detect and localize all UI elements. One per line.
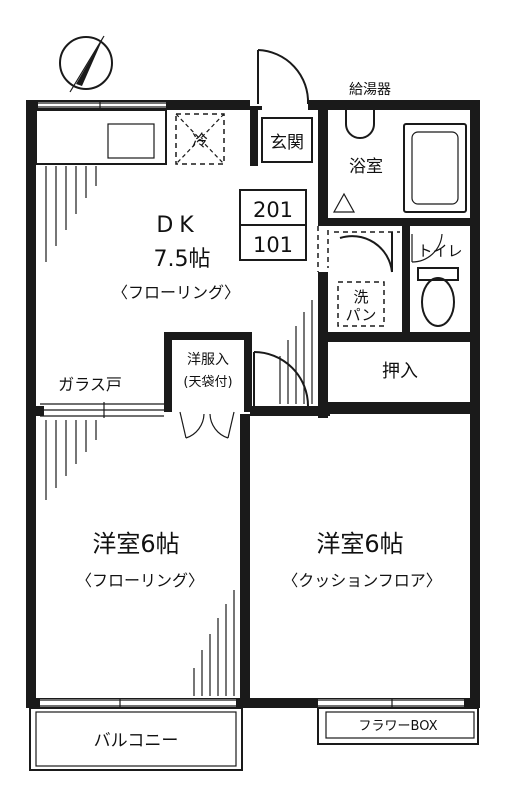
room-right-name-label: 洋室6帖 (316, 530, 403, 558)
interior-walls (30, 106, 474, 704)
bath-label: 浴室 (349, 157, 383, 177)
washer-label-line1: 洗 (353, 288, 368, 306)
wash-door (317, 226, 400, 273)
dk-size-label: 7.5帖 (154, 247, 211, 272)
bath-floor-triangle (332, 192, 356, 213)
wardrobe-label-line1: 洋服入 (187, 352, 229, 368)
unit-number-box (239, 189, 307, 261)
room-left-hatch-bottom (193, 590, 235, 696)
dk-hatch (279, 300, 313, 404)
genkan-box (261, 117, 313, 163)
balcony-window-right (318, 698, 464, 708)
unit-bottom-label: 101 (253, 233, 293, 257)
room-right-floor-label: 〈クッションフロア〉 (282, 571, 442, 590)
closet-door-track (330, 402, 470, 414)
water-heater-connection (345, 110, 375, 139)
glass-door-track (40, 402, 164, 418)
wardrobe-label-line2: (天袋付) (183, 375, 232, 390)
room-left-hatch-top (45, 420, 97, 500)
right-room-door (253, 351, 309, 407)
kitchen-hatch (45, 166, 97, 262)
wardrobe-doors (179, 411, 235, 439)
room-left-floor-label: 〈フローリング〉 (76, 571, 204, 590)
water-heater-label: 給湯器 (349, 81, 391, 98)
flower-box (317, 707, 479, 745)
flower-box-label: フラワーBOX (359, 719, 438, 734)
glass-door-label: ガラス戸 (58, 375, 122, 394)
closet-label: 押入 (382, 361, 418, 382)
dk-name-label: DK (156, 213, 199, 238)
balcony-window-left (40, 698, 236, 708)
north-arrow-icon (59, 35, 113, 93)
room-left-name-label: 洋室6帖 (92, 530, 179, 558)
toilet-label: トイレ (417, 242, 462, 260)
balcony (29, 707, 243, 771)
toilet-fixture (411, 233, 459, 327)
dk-floor-label: 〈フローリング〉 (112, 283, 240, 302)
bathtub (403, 123, 467, 213)
top-window (38, 101, 166, 109)
fridge-space (175, 113, 225, 165)
washer-pan (337, 281, 385, 327)
unit-top-label: 201 (253, 198, 293, 222)
entrance-label: 玄関 (270, 133, 304, 153)
balcony-label: バルコニー (94, 731, 179, 751)
kitchen-counter (35, 109, 167, 165)
entrance-door (257, 49, 310, 110)
washer-label-line2: パン (346, 306, 377, 324)
fridge-label: 冷 (192, 131, 208, 150)
